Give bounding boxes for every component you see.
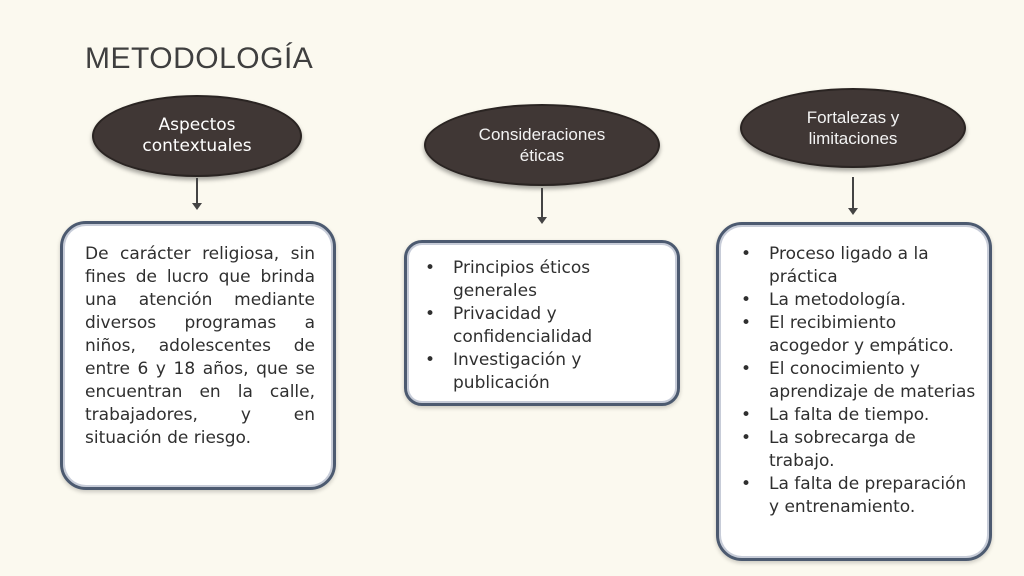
aspectos-description: De carácter religiosa, sin fines de lucr…: [85, 244, 315, 448]
fortalezas-box: Proceso ligado a la práctica La metodolo…: [716, 222, 992, 561]
arrow-down-icon: [537, 188, 547, 224]
fortalezas-list: Proceso ligado a la práctica La metodolo…: [739, 243, 979, 519]
arrow-down-icon: [848, 177, 858, 215]
aspectos-box: De carácter religiosa, sin fines de lucr…: [60, 221, 336, 490]
list-item: Investigación y publicación: [423, 349, 663, 395]
list-item: Proceso ligado a la práctica: [739, 243, 979, 289]
list-item: El conocimiento y aprendizaje de materia…: [739, 358, 979, 404]
node-label-line: Fortalezas y: [806, 107, 900, 127]
node-label-line: contextuales: [142, 136, 252, 156]
node-label-line: Aspectos: [158, 114, 236, 135]
node-aspectos-contextuales: Aspectos contextuales: [92, 95, 302, 177]
list-item: La sobrecarga de trabajo.: [739, 427, 979, 473]
consideraciones-list: Principios éticos generales Privacidad y…: [423, 257, 663, 395]
list-item: Privacidad y confidencialidad: [423, 303, 663, 349]
node-label-line: éticas: [519, 146, 565, 165]
list-item: La falta de preparación y entrenamiento.: [739, 473, 979, 519]
list-item: El recibimiento acogedor y empático.: [739, 312, 979, 358]
list-item: La metodología.: [739, 289, 979, 312]
node-label-line: Consideraciones: [478, 124, 606, 144]
page-title: METODOLOGÍA: [85, 42, 314, 75]
consideraciones-box: Principios éticos generales Privacidad y…: [404, 240, 680, 406]
list-item: Principios éticos generales: [423, 257, 663, 303]
node-consideraciones-eticas: Consideraciones éticas: [424, 104, 660, 186]
node-label-line: limitaciones: [808, 129, 898, 148]
arrow-down-icon: [192, 178, 202, 210]
list-item: La falta de tiempo.: [739, 404, 979, 427]
node-fortalezas-limitaciones: Fortalezas y limitaciones: [740, 88, 966, 168]
